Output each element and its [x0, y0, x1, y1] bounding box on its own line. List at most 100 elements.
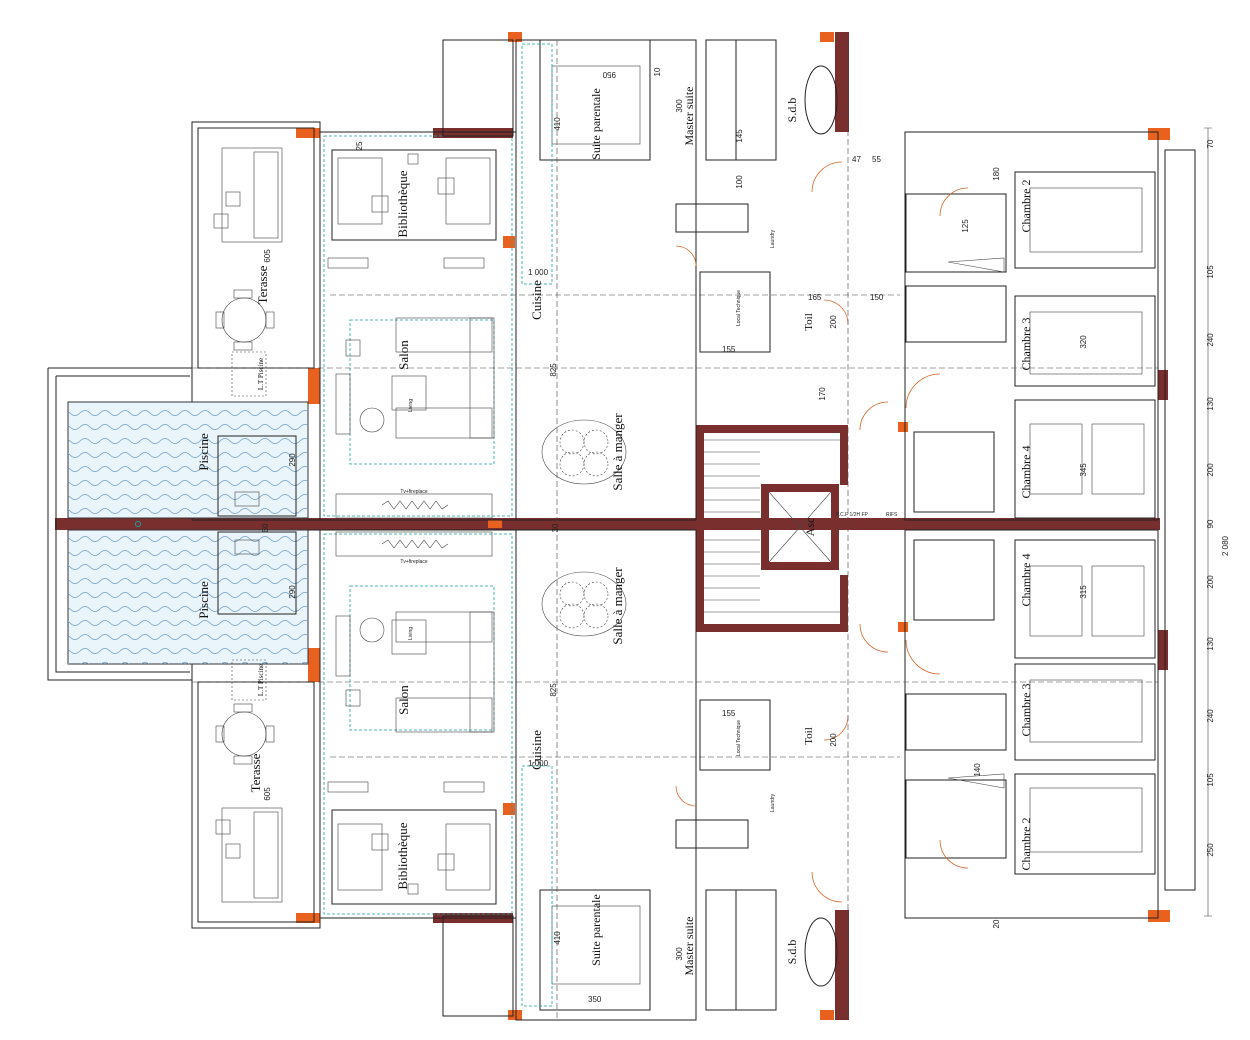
- right-wall-b: [1158, 630, 1168, 670]
- lift-wall-top: [761, 484, 839, 492]
- lift-wall-right: [831, 484, 839, 570]
- label-t-piscine-top: L.T Piscine: [257, 358, 265, 390]
- stair-wall-right-b: [840, 575, 848, 632]
- dining-bottom: [541, 571, 627, 637]
- label-local-technique-bottom: Local Technique: [736, 720, 742, 756]
- dim-1000-top: 1 000: [528, 268, 549, 277]
- stair-wall-bottom: [696, 624, 848, 632]
- label-cuisine-bottom: Cuisine: [529, 730, 544, 770]
- label-sdb-top: S.d.b: [785, 98, 799, 123]
- dim-410-top: 410: [553, 117, 562, 131]
- lift-wall-left: [761, 484, 769, 570]
- living-outline: [319, 39, 697, 1021]
- dim-125: 125: [961, 219, 970, 233]
- dim-47: 47: [852, 155, 861, 164]
- stair-wall-left: [696, 425, 704, 632]
- dim-290-top: 290: [288, 453, 297, 467]
- pool-bottom: [67, 529, 309, 665]
- label-master-suite-top: Master suite: [682, 87, 696, 146]
- dim-290-bottom: 290: [288, 585, 297, 599]
- label-toil-bottom: Toil: [803, 727, 815, 745]
- stair-wall-top: [696, 425, 848, 433]
- tags: P.C.F 1/2H FP RIFS Living Living Laundry…: [408, 229, 898, 812]
- dim-250: 250: [1206, 843, 1215, 857]
- sdb-wall-bottom: [835, 910, 849, 1020]
- dim-950: 950: [602, 70, 616, 79]
- label-salle-manger-top: Salle à manger: [610, 413, 625, 491]
- dim-825-bottom: 825: [549, 683, 558, 697]
- label-local-technique-top: Local Technique: [736, 290, 742, 326]
- columns: [296, 32, 1170, 1020]
- bedroom-wing: [904, 131, 1196, 919]
- dim-100: 100: [735, 175, 744, 189]
- dim-55: 55: [872, 155, 881, 164]
- master-suite-top: [521, 39, 838, 353]
- label-salon-bottom: Salon: [396, 685, 411, 715]
- label-piscine-bottom: Piscine: [196, 581, 211, 619]
- dim-200-right-a: 200: [1206, 463, 1215, 477]
- label-bibliotheque-bottom: Bibliothèque: [395, 822, 410, 889]
- dim-315: 315: [1079, 585, 1088, 599]
- dim-105-bottom: 105: [1206, 773, 1215, 787]
- doors: [675, 161, 969, 903]
- dim-165: 165: [808, 293, 822, 302]
- label-chambre-4-top: Chambre 4: [1019, 446, 1033, 499]
- label-chambre-2-bottom: Chambre 2: [1019, 818, 1033, 871]
- tag-living-b: Living: [408, 627, 414, 640]
- dim-825-top: 825: [549, 363, 558, 377]
- library-furniture-bottom: [327, 781, 497, 905]
- library-furniture-top: [327, 149, 497, 269]
- terrace-furniture-bottom: [215, 539, 283, 903]
- dim-90: 90: [1206, 519, 1215, 528]
- salon-furniture-bottom: [335, 585, 495, 733]
- label-suite-parentale-bottom: Suite parentale: [589, 894, 603, 966]
- tag-laundry-a: Laundry: [770, 229, 776, 248]
- label-piscine-top: Piscine: [196, 433, 211, 471]
- label-bibliotheque-top: Bibliothèque: [395, 170, 410, 237]
- dim-605-bottom: 605: [263, 787, 272, 801]
- room-labels: Terasse Terasse Piscine Piscine L.T Pisc…: [196, 87, 1033, 976]
- dim-345: 345: [1079, 463, 1088, 477]
- staircase: [704, 439, 840, 613]
- label-tv-fireplace-bottom: Tv+fireplace: [400, 559, 428, 565]
- dim-300-top: 300: [675, 99, 684, 113]
- pool-top: [67, 401, 309, 519]
- dim-130-bottom: 130: [1206, 637, 1215, 651]
- dim-60: 60: [261, 523, 270, 532]
- label-cuisine-top: Cuisine: [529, 280, 544, 320]
- master-suite-bottom: [521, 699, 838, 1011]
- dining-top: [541, 419, 627, 485]
- label-terasse-bottom: Terasse: [248, 753, 263, 792]
- dim-10: 10: [653, 67, 662, 76]
- label-terasse-top: Terasse: [255, 265, 270, 304]
- label-salon-top: Salon: [396, 340, 411, 370]
- dim-1000-bottom: 1 000: [528, 759, 549, 768]
- label-chambre-4-bottom: Chambre 4: [1019, 554, 1033, 607]
- dim-350: 350: [588, 995, 602, 1004]
- stair-wall-right-a: [840, 425, 848, 485]
- dim-155-top: 155: [722, 345, 736, 354]
- dimension-labels: 825 825 1 000 1 000 290 290 410 410 300 …: [261, 67, 1230, 1004]
- dim-20: 20: [992, 919, 1001, 928]
- axis-lines: [192, 40, 1212, 1020]
- dim-30: 30: [551, 523, 560, 532]
- label-toil-top: Toil: [803, 313, 815, 331]
- tag-laundry-b: Laundry: [770, 793, 776, 812]
- label-chambre-2-top: Chambre 2: [1019, 180, 1033, 233]
- tag-living-a: Living: [408, 399, 414, 412]
- library-wall-top: [433, 128, 513, 138]
- central-axis-wall: [55, 518, 1160, 530]
- label-sdb-bottom: S.d.b: [785, 940, 799, 965]
- dim-105-top: 105: [1206, 265, 1215, 279]
- label-salle-manger-bottom: Salle à manger: [610, 567, 625, 645]
- pool-marker: [135, 521, 141, 527]
- dim-200-top: 200: [829, 315, 838, 329]
- dim-170: 170: [818, 387, 827, 401]
- dim-140: 140: [973, 763, 982, 777]
- dim-240-top: 240: [1206, 333, 1215, 347]
- sdb-wall-top: [835, 32, 849, 132]
- right-wall-a: [1158, 370, 1168, 400]
- dim-200-right-b: 200: [1206, 575, 1215, 589]
- dim-150: 150: [870, 293, 884, 302]
